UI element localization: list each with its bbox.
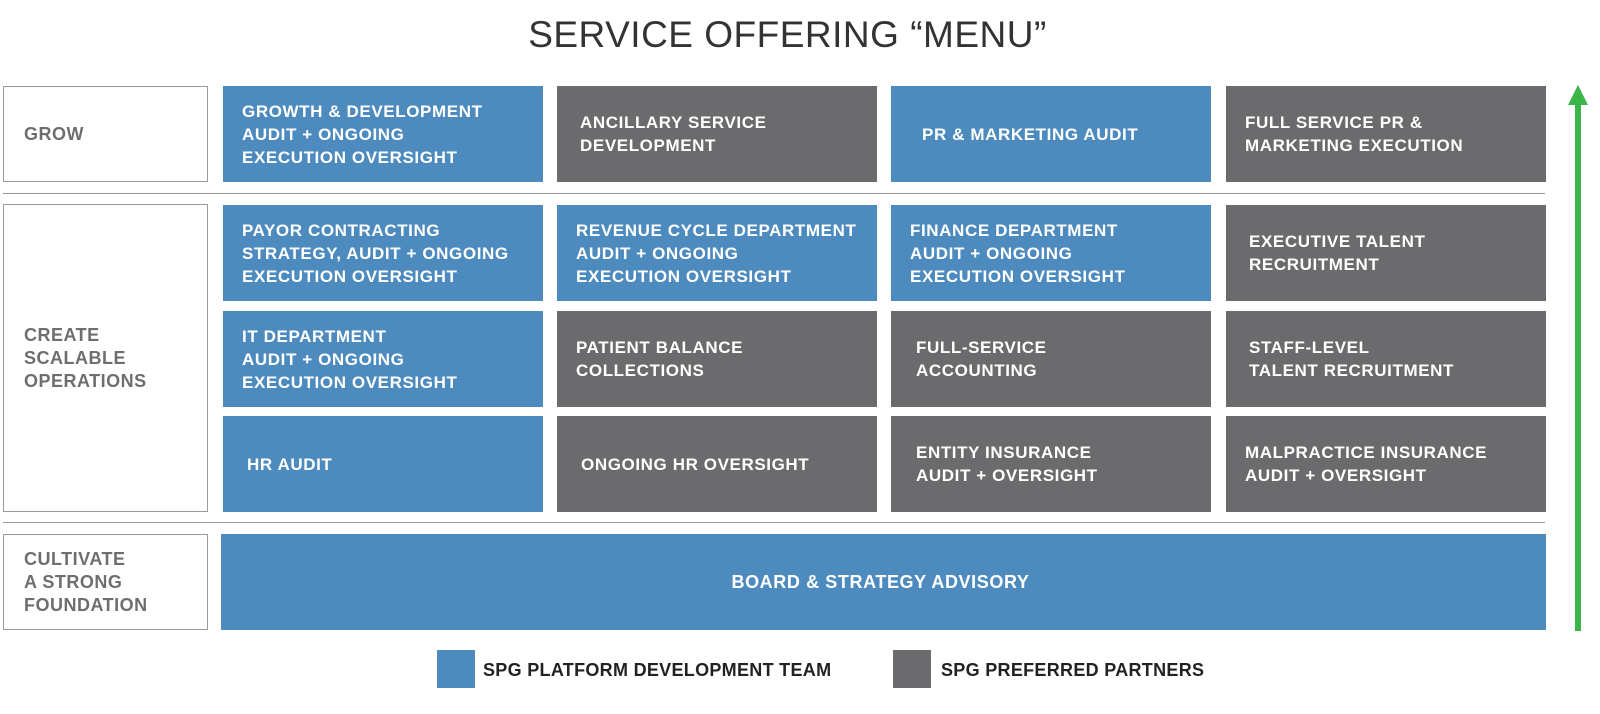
cell-it-department: IT DEPARTMENT AUDIT + ONGOING EXECUTION …	[223, 311, 543, 407]
cell-payor-contracting: PAYOR CONTRACTING STRATEGY, AUDIT + ONGO…	[223, 205, 543, 301]
row-label-scalable-text: CREATE SCALABLE OPERATIONS	[24, 324, 147, 391]
cell-pr-marketing-audit-text: PR & MARKETING AUDIT	[922, 124, 1139, 144]
page-title: SERVICE OFFERING “MENU”	[528, 14, 1047, 55]
cell-executive-talent-text: EXECUTIVE TALENT RECRUITMENT	[1249, 232, 1426, 274]
cell-full-service-accounting-text: FULL-SERVICE ACCOUNTING	[916, 338, 1047, 380]
cell-hr-audit-text: HR AUDIT	[247, 454, 333, 474]
row-label-grow-text: GROW	[24, 123, 84, 144]
cell-malpractice-insurance-text: MALPRACTICE INSURANCE AUDIT + OVERSIGHT	[1245, 443, 1488, 485]
cell-patient-balance: PATIENT BALANCE COLLECTIONS	[557, 311, 877, 407]
cell-full-service-pr: FULL SERVICE PR & MARKETING EXECUTION	[1226, 86, 1546, 182]
cell-full-service-accounting: FULL-SERVICE ACCOUNTING	[891, 311, 1211, 407]
row-label-scalable-operations: CREATE SCALABLE OPERATIONS	[3, 204, 208, 512]
cell-growth-development-text: GROWTH & DEVELOPMENT AUDIT + ONGOING EXE…	[242, 101, 483, 167]
cell-revenue-cycle-text: REVENUE CYCLE DEPARTMENT AUDIT + ONGOING…	[576, 220, 857, 286]
row-label-grow: GROW	[3, 86, 208, 182]
cell-finance-department-text: FINANCE DEPARTMENT AUDIT + ONGOING EXECU…	[910, 220, 1126, 286]
legend-swatch-platform-team	[437, 650, 475, 688]
cell-entity-insurance: ENTITY INSURANCE AUDIT + OVERSIGHT	[891, 416, 1211, 512]
cell-malpractice-insurance: MALPRACTICE INSURANCE AUDIT + OVERSIGHT	[1226, 416, 1546, 512]
section-divider-bottom	[3, 522, 1545, 523]
cell-full-service-pr-text: FULL SERVICE PR & MARKETING EXECUTION	[1245, 113, 1464, 155]
cell-ancillary-service: ANCILLARY SERVICE DEVELOPMENT	[557, 86, 877, 182]
cell-payor-contracting-text: PAYOR CONTRACTING STRATEGY, AUDIT + ONGO…	[242, 220, 509, 286]
cell-hr-audit: HR AUDIT	[223, 416, 543, 512]
section-divider-top	[3, 193, 1545, 194]
legend-swatch-preferred-partners	[893, 650, 931, 688]
row-label-foundation-text: CULTIVATE A STRONG FOUNDATION	[24, 548, 148, 615]
growth-arrow-icon	[1568, 85, 1588, 631]
legend-label-preferred-partners: SPG PREFERRED PARTNERS	[941, 660, 1205, 680]
cell-it-department-text: IT DEPARTMENT AUDIT + ONGOING EXECUTION …	[242, 326, 458, 392]
cell-board-strategy-advisory-text: BOARD & STRATEGY ADVISORY	[731, 571, 1030, 592]
cell-staff-talent: STAFF-LEVEL TALENT RECRUITMENT	[1226, 311, 1546, 407]
cell-patient-balance-text: PATIENT BALANCE COLLECTIONS	[576, 338, 744, 380]
cell-entity-insurance-text: ENTITY INSURANCE AUDIT + OVERSIGHT	[916, 443, 1098, 485]
cell-pr-marketing-audit: PR & MARKETING AUDIT	[891, 86, 1211, 182]
cell-staff-talent-text: STAFF-LEVEL TALENT RECRUITMENT	[1249, 338, 1455, 380]
cell-ongoing-hr-oversight: ONGOING HR OVERSIGHT	[557, 416, 877, 512]
cell-ancillary-service-text: ANCILLARY SERVICE DEVELOPMENT	[580, 113, 767, 155]
cell-board-strategy-advisory: BOARD & STRATEGY ADVISORY	[221, 534, 1546, 630]
legend-label-platform-team: SPG PLATFORM DEVELOPMENT TEAM	[483, 660, 832, 680]
cell-revenue-cycle: REVENUE CYCLE DEPARTMENT AUDIT + ONGOING…	[557, 205, 877, 301]
row-label-foundation: CULTIVATE A STRONG FOUNDATION	[3, 534, 208, 630]
cell-ongoing-hr-oversight-text: ONGOING HR OVERSIGHT	[581, 454, 810, 474]
cell-executive-talent: EXECUTIVE TALENT RECRUITMENT	[1226, 205, 1546, 301]
cell-finance-department: FINANCE DEPARTMENT AUDIT + ONGOING EXECU…	[891, 205, 1211, 301]
cell-growth-development: GROWTH & DEVELOPMENT AUDIT + ONGOING EXE…	[223, 86, 543, 182]
